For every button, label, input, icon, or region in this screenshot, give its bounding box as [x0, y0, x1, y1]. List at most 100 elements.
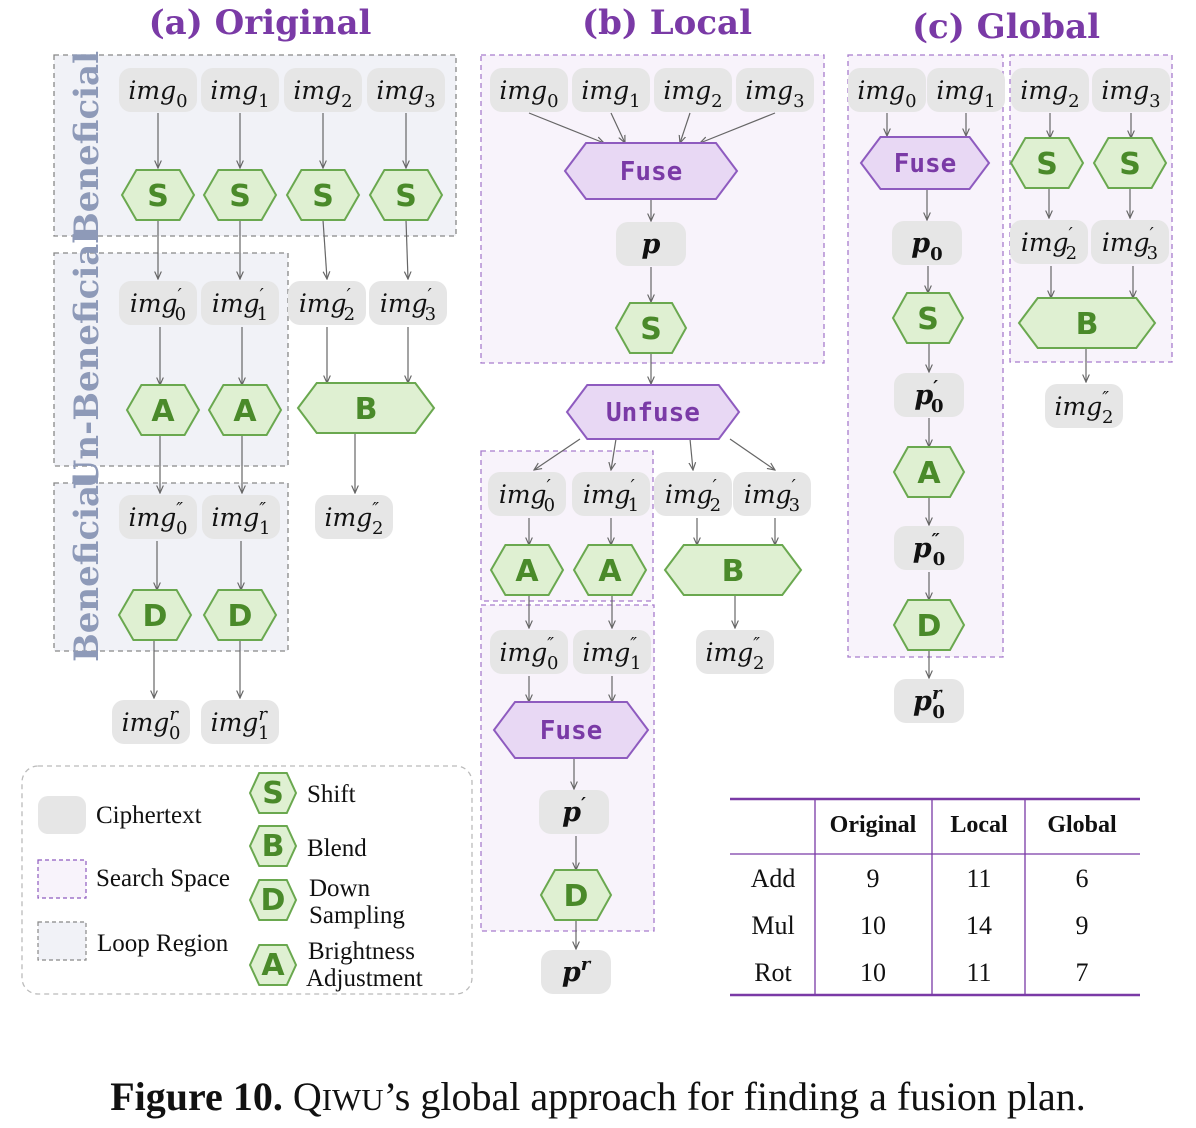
orig-img-dprime-2: img″2	[315, 495, 393, 539]
global-img0-text: img0	[857, 76, 916, 112]
local-shift-label: S	[640, 312, 662, 347]
local-bright-0-label: A	[515, 554, 539, 589]
global-shift-2-shape	[1009, 137, 1085, 189]
global-img2-box	[1011, 68, 1089, 112]
global-img-prime-3-text: img′3	[1102, 224, 1158, 264]
table-cell-1-3: 9	[1076, 911, 1089, 940]
orig-img-dprime-1-text: img″1	[212, 499, 271, 539]
orig-img-prime-0: img′0	[119, 281, 197, 325]
global-img-prime-2-box	[1010, 220, 1088, 264]
legend-bright-icon: A	[248, 944, 298, 986]
global-p0-box	[892, 221, 962, 265]
local-p-r: pr	[541, 950, 611, 994]
orig-shift-2-label: S	[312, 179, 334, 214]
local-img2-box	[654, 68, 732, 112]
global-p0-r-box	[894, 679, 964, 723]
orig-img-prime-2: img′2	[288, 281, 366, 325]
caption-rest: ’s global approach for finding a fusion …	[384, 1074, 1086, 1119]
orig-img3: img3	[367, 68, 445, 112]
table-cell-0-0: Add	[751, 864, 796, 893]
edge-arrow	[534, 438, 581, 470]
orig-bright-0-shape	[125, 384, 201, 436]
orig-down-1: D	[202, 589, 278, 641]
table-cell-0-1: 9	[867, 864, 880, 893]
local-p-prime-box	[539, 790, 609, 834]
orig-down-1-shape	[202, 589, 278, 641]
legend-ciphertext-swatch	[38, 796, 86, 834]
orig-down-1-label: D	[228, 599, 253, 634]
local-img-prime-0-box	[488, 472, 566, 516]
global-blend-label: B	[1076, 307, 1099, 342]
svg-text:A: A	[261, 948, 285, 983]
global-p0-dprime: p″0	[894, 526, 964, 570]
edge-arrow	[406, 219, 408, 279]
orig-shift-0-label: S	[147, 179, 169, 214]
orig-img2-text: img2	[293, 76, 352, 112]
table-cell-1-2: 14	[966, 911, 992, 940]
global-p0-dprime-text: p″0	[913, 530, 945, 570]
legend-blend-icon: B	[248, 825, 298, 867]
global-img-dprime-2: img″2	[1045, 384, 1123, 428]
local-p-r-box	[541, 950, 611, 994]
local-down-shape	[539, 869, 613, 921]
local-img-prime-2-box	[654, 472, 732, 516]
local-p: p	[616, 222, 686, 266]
global-img0-box	[848, 68, 926, 112]
local-img-prime-1-text: img′1	[583, 476, 639, 516]
orig-img2-box	[284, 68, 362, 112]
orig-shift-0-shape	[120, 169, 196, 221]
global-img-prime-2-text: img′2	[1021, 224, 1077, 264]
local-unfuse-label: Unfuse	[606, 398, 700, 428]
global-shift-p: S	[891, 292, 965, 344]
local-img3: img3	[736, 68, 814, 112]
orig-img3-text: img3	[376, 76, 435, 112]
orig-down-0-shape	[117, 589, 193, 641]
global-p0-text: p0	[911, 228, 942, 265]
global-p0-prime-box	[894, 373, 964, 417]
table-header-1: Original	[830, 812, 917, 838]
global-shift-2: S	[1009, 137, 1085, 189]
orig-img-dprime-0: img″0	[119, 495, 197, 539]
legend-search-swatch	[37, 859, 87, 899]
local-img1-box	[572, 68, 650, 112]
local-img-prime-3-box	[733, 472, 811, 516]
global-shift-p-label: S	[917, 302, 939, 337]
local-img-prime-0-text: img′0	[499, 476, 555, 516]
edge-arrow	[528, 112, 604, 143]
label-unbeneficial: Un-Beneficial	[67, 231, 107, 490]
edge-arrow	[680, 112, 691, 143]
local-img-prime-0: img′0	[488, 472, 566, 516]
orig-img-r-0-box	[112, 700, 190, 744]
orig-img0: img0	[119, 68, 197, 112]
orig-shift-0: S	[120, 169, 196, 221]
global-img0: img0	[848, 68, 926, 112]
global-img1-text: img1	[936, 76, 995, 112]
table-cell-1-1: 10	[860, 911, 886, 940]
legend-ciphertext-label: Ciphertext	[96, 802, 202, 829]
legend-loop-label: Loop Region	[97, 930, 229, 957]
edges	[154, 112, 1133, 949]
orig-shift-2: S	[285, 169, 361, 221]
title-global: (c) Global	[912, 7, 1100, 47]
global-p0-dprime-box	[894, 526, 964, 570]
local-down-label: D	[564, 879, 589, 914]
orig-shift-3: S	[368, 169, 444, 221]
orig-blend-shape	[296, 382, 436, 434]
local-fuse-2-shape	[492, 701, 650, 759]
global-img1: img1	[927, 68, 1005, 112]
local-img-dprime-2-box	[696, 630, 774, 674]
local-p-prime: p′	[539, 790, 609, 834]
caption-name-initial: Q	[293, 1074, 322, 1119]
legend-down-label-2: Sampling	[309, 902, 405, 929]
orig-down-0: D	[117, 589, 193, 641]
local-img2: img2	[654, 68, 732, 112]
local-img3-text: img3	[745, 76, 804, 112]
global-shift-3-shape	[1092, 137, 1168, 189]
orig-shift-2-shape	[285, 169, 361, 221]
orig-shift-3-label: S	[395, 179, 417, 214]
global-shift-3: S	[1092, 137, 1168, 189]
local-bright-0: A	[489, 544, 565, 596]
orig-img-prime-2-text: img′2	[299, 285, 355, 325]
